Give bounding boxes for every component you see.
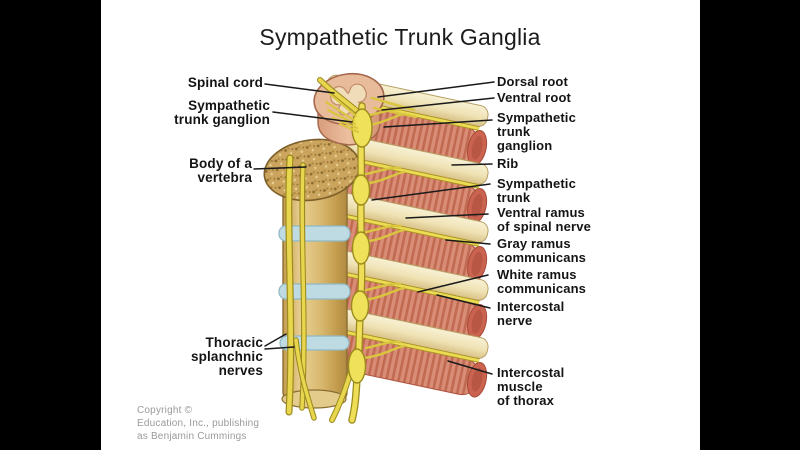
label-ventral-ramus-of-spinal-nerve: Ventral ramus of spinal nerve [497,205,591,234]
label-sympathetic-trunk-ganglion-left: Sympathetic trunk ganglion [174,98,270,127]
trunk-ganglion [351,108,373,148]
label-body-of-a-vertebra: Body of a vertebra [189,156,252,185]
trunk-ganglion [347,348,367,384]
leader-lines [253,81,495,375]
leader-intercostal-nerve [436,294,491,309]
leader-gray-ramus [445,239,491,245]
label-spinal-cord: Spinal cord [187,75,263,90]
slide-title: Sympathetic Trunk Ganglia [259,24,541,50]
letterbox-left [0,0,101,450]
label-thoracic-splanchnic-nerves: Thoracic splanchnic nerves [190,335,263,378]
trunk-ganglion [351,231,371,265]
leader-intercostal-muscle [447,360,493,375]
label-intercostal-nerve: Intercostal nerve [497,299,565,328]
leader-body-of-a-vertebra [253,166,307,170]
label-sympathetic-trunk: Sympathetic trunk [497,176,576,205]
leader-sympathetic-trunk [371,183,491,201]
leader-dorsal-root [377,81,495,98]
leader-ventral-root [381,97,495,111]
leader-sympathetic-trunk-ganglion-right [383,119,493,128]
leader-white-ramus [417,274,489,293]
label-gray-ramus-communicans: Gray ramus communicans [497,236,587,265]
label-intercostal-muscle-of-thorax: Intercostal muscle of thorax [497,365,565,408]
splanchnic-and-left-trunk [285,77,361,423]
leader-sympathetic-trunk-ganglion-left [272,111,353,123]
label-rib: Rib [497,156,519,171]
label-dorsal-root: Dorsal root [497,74,568,89]
trunk-ganglion [351,174,371,206]
leader-spinal-cord [264,83,335,94]
copyright-notice: Copyright © Education, Inc., publishing … [137,405,260,442]
trunk-ganglion [350,290,370,322]
leader-thoracic-splanchnic-2 [264,346,295,350]
label-ventral-root: Ventral root [497,90,572,105]
sympathetic-trunk-graphic [347,102,373,424]
vertebral-column [263,138,361,409]
leader-rib [451,163,493,166]
leader-thoracic-splanchnic-1 [264,333,287,347]
intervertebral-disc [278,225,351,242]
label-white-ramus-communicans: White ramus communicans [497,267,587,296]
intervertebral-disc [278,283,351,300]
leader-ventral-ramus [405,213,489,219]
label-sympathetic-trunk-ganglion-right: Sympathetic trunk ganglion [497,110,576,153]
letterbox-right [700,0,800,450]
